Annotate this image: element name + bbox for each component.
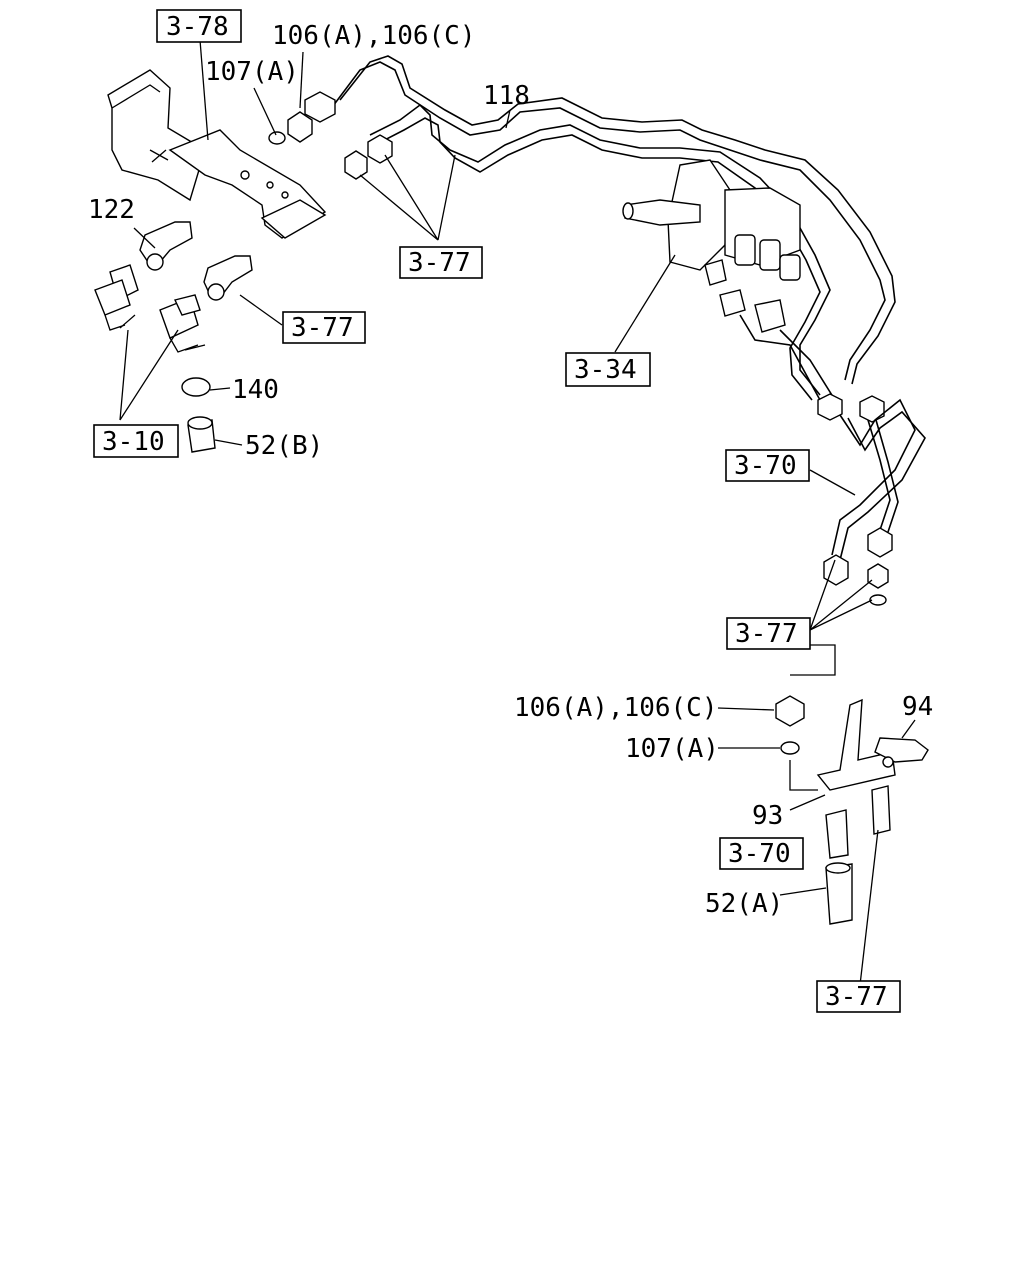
callout-140: 140: [232, 375, 279, 405]
mounting-bracket: [107, 69, 327, 239]
ref-3-77-mid[interactable]: 3-77: [735, 619, 798, 649]
descending-pipes: [823, 398, 926, 606]
callout-93: 93: [752, 801, 783, 831]
ref-box-3-77-top[interactable]: [399, 246, 483, 279]
lower-parts: [775, 695, 929, 925]
ref-3-78[interactable]: 3-78: [166, 12, 229, 42]
leader-lines: [119, 39, 916, 986]
callout-52b: 52(B): [245, 431, 323, 461]
ref-box-3-10[interactable]: [93, 424, 179, 458]
ref-box-3-78[interactable]: [156, 9, 242, 43]
part-callouts: 106(A),106(C) 107(A) 118 122 140 52(B) 1…: [88, 21, 933, 919]
ref-3-77-bottom[interactable]: 3-77: [825, 982, 888, 1012]
ref-box-3-34[interactable]: [565, 352, 651, 387]
ref-3-70-bottom[interactable]: 3-70: [728, 839, 791, 869]
reference-boxes: 3-78 3-77 3-77 3-34 3-10 3-70 3-77 3-70 …: [93, 9, 901, 1013]
ref-3-77-top[interactable]: 3-77: [408, 248, 471, 278]
fuel-pipe-assembly: [268, 55, 896, 401]
ref-box-3-77-mid[interactable]: [726, 617, 811, 650]
ref-3-77-left[interactable]: 3-77: [291, 313, 354, 343]
ref-box-3-77-bottom[interactable]: [816, 980, 901, 1013]
ref-3-34[interactable]: 3-34: [574, 355, 637, 385]
callout-94: 94: [902, 692, 933, 722]
callout-52a: 52(A): [705, 889, 783, 919]
callout-107-bottom: 107(A): [625, 734, 719, 764]
left-fittings: [94, 221, 253, 453]
callout-106-top: 106(A),106(C): [272, 21, 476, 51]
injection-pump: [622, 159, 885, 423]
callout-106-bottom: 106(A),106(C): [514, 693, 718, 723]
ref-box-3-70-bottom[interactable]: [719, 837, 804, 870]
ref-box-3-70-top[interactable]: [725, 449, 810, 482]
ref-3-10[interactable]: 3-10: [102, 427, 165, 457]
callout-107-top: 107(A): [205, 57, 299, 87]
ref-3-70-top[interactable]: 3-70: [734, 451, 797, 481]
ref-box-3-77-left[interactable]: [282, 311, 366, 344]
callout-122: 122: [88, 195, 135, 225]
callout-118: 118: [483, 81, 530, 111]
